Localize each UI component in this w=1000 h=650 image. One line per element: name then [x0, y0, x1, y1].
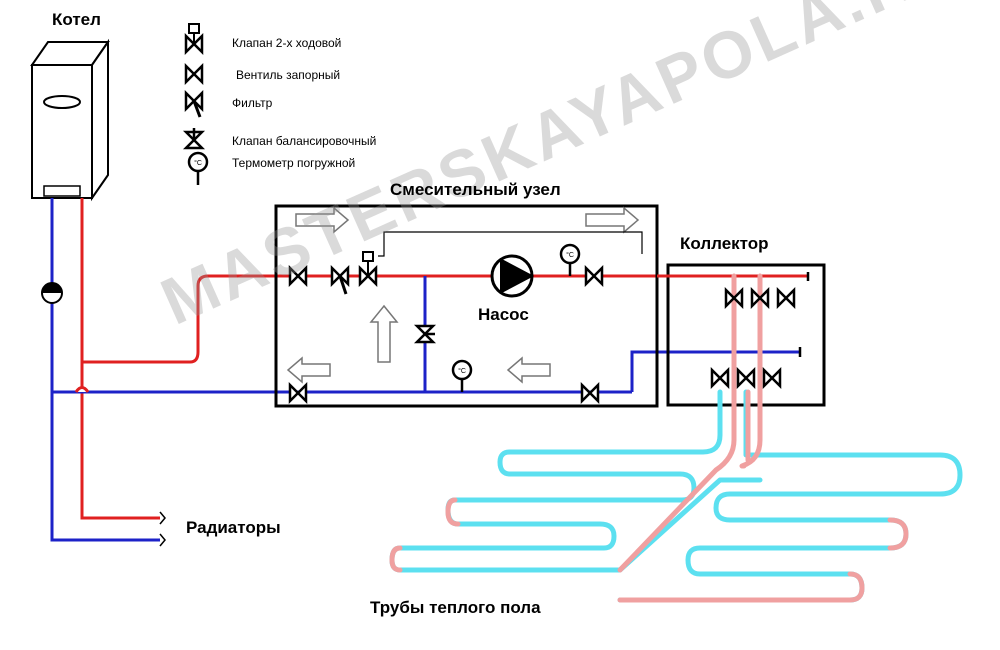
legend-valve-2way-icon: [184, 23, 204, 56]
thermometer-supply-icon: °C: [559, 243, 581, 276]
legend-filter-label: Фильтр: [232, 96, 273, 110]
flow-arrows: [286, 206, 640, 384]
legend-shutoff-valve-label: Вентиль запорный: [236, 68, 341, 82]
radiators-label: Радиаторы: [186, 518, 281, 537]
boiler-label: Котел: [52, 10, 101, 29]
collector-supply-valves: [724, 286, 796, 310]
legend-balancing-valve-label: Клапан балансировочный: [232, 134, 377, 148]
boiler: [30, 38, 110, 202]
shutoff-valve-return-icon: [288, 381, 308, 405]
pump-icon: [490, 254, 534, 298]
boiler-piping: [50, 198, 800, 547]
balancing-valve-icon: [413, 324, 437, 344]
boiler-pump-icon: [41, 282, 63, 304]
collector-label: Коллектор: [680, 234, 769, 253]
collector-box: [666, 263, 826, 407]
floor-loops: [389, 273, 963, 603]
pump-label: Насос: [478, 305, 529, 324]
shutoff-valve-supply-icon: [288, 264, 308, 288]
legend-valve-2way-label: Клапан 2-х ходовой: [232, 36, 342, 50]
collector-return-valves: [710, 366, 782, 390]
floor-pipes-label: Трубы теплого пола: [370, 598, 541, 617]
legend-balancing-valve-icon: [182, 128, 206, 150]
legend-thermometer-icon: °C: [187, 151, 209, 185]
legend-shutoff-valve-icon: [184, 62, 204, 86]
thermometer-mark: °C: [566, 251, 574, 259]
control-line: [378, 231, 643, 257]
thermometer-return-icon: °C: [451, 359, 473, 392]
mixing-unit-label: Смесительный узел: [390, 180, 561, 199]
thermometer-mark: °C: [458, 367, 466, 375]
filter-icon: [330, 264, 350, 295]
legend-filter-icon: [184, 89, 204, 118]
mixing-unit-box: [274, 204, 659, 408]
valve-2way-icon: [358, 251, 378, 288]
shutoff-valve-mixing-out-icon: [584, 264, 604, 288]
thermometer-mark: °C: [194, 159, 202, 167]
shutoff-valve-return-in-icon: [580, 381, 600, 405]
legend-thermometer-label: Термометр погружной: [232, 156, 356, 170]
